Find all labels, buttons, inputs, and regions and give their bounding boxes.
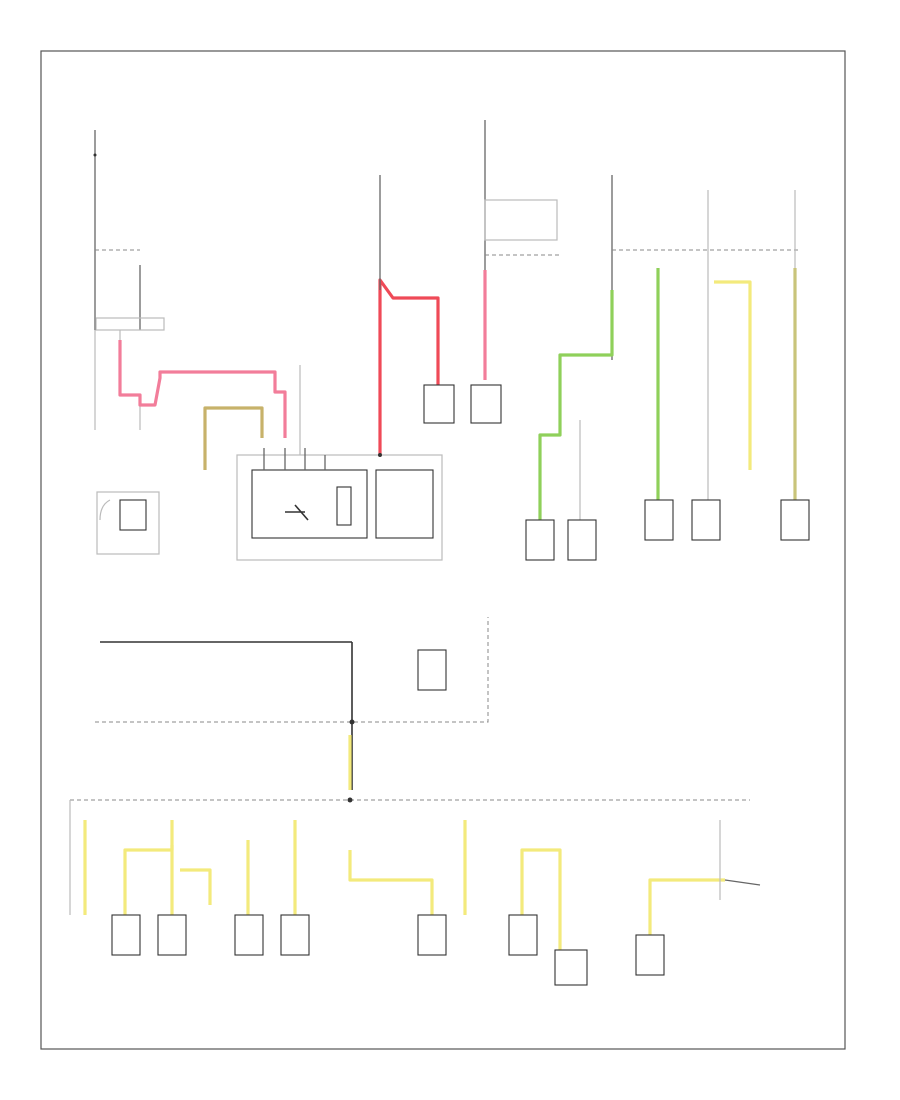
top-left-circuit — [93, 130, 165, 430]
relay-box — [236, 448, 443, 561]
wire-tan — [203, 406, 264, 470]
component-box-right-2 — [780, 499, 810, 541]
wire-pink-left — [118, 340, 287, 438]
left-ground-connector — [96, 491, 160, 555]
wire-red-center — [378, 278, 440, 455]
diagram-frame — [40, 50, 846, 1050]
component-box-green-2 — [567, 519, 597, 561]
component-box-right-1 — [691, 499, 721, 541]
bottom-circuits — [83, 820, 761, 986]
component-box-center-1 — [423, 384, 455, 424]
component-box-center-2 — [470, 384, 502, 424]
middle-junction-box — [95, 617, 489, 790]
component-box-green-3 — [644, 499, 674, 541]
wire-yellow-right — [714, 280, 752, 470]
wire-green-main — [538, 290, 614, 520]
component-box-green-1 — [525, 519, 555, 561]
